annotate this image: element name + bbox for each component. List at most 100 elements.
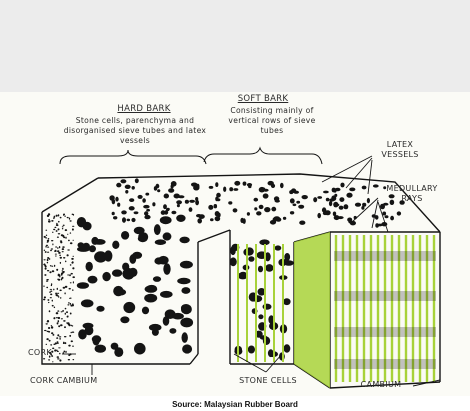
hard-bark-description: Stone cells, parenchyma and disorganised… — [60, 116, 210, 146]
stone-cell — [71, 258, 74, 260]
stone-cell — [283, 298, 291, 305]
stone-cell — [88, 276, 98, 284]
stone-cell — [349, 188, 355, 192]
stone-cell — [134, 343, 146, 355]
stone-cell — [122, 217, 126, 223]
stone-cell — [275, 200, 280, 203]
stone-cell — [55, 246, 57, 247]
stone-cell — [127, 219, 131, 222]
stone-cell — [70, 232, 71, 233]
stone-cell — [53, 344, 55, 345]
stone-cell — [195, 200, 199, 206]
stone-cell — [69, 335, 71, 337]
stone-cell — [64, 216, 65, 217]
stone-cell — [114, 347, 123, 357]
stone-cell — [66, 311, 68, 313]
stone-cell — [228, 201, 232, 204]
stone-cell — [62, 248, 64, 250]
latex-vessels-label: LATEX VESSELS — [374, 140, 426, 160]
stone-cell — [115, 197, 118, 202]
stone-cell — [129, 198, 134, 202]
stone-cell — [344, 204, 349, 209]
stone-cell — [58, 325, 60, 327]
stone-cell — [331, 195, 336, 201]
header-brackets — [60, 148, 322, 164]
stone-cell — [154, 186, 157, 191]
stone-cell — [283, 217, 286, 220]
stone-cell — [390, 216, 394, 221]
stone-cell — [223, 187, 226, 192]
stone-cell — [58, 274, 60, 276]
stone-cell — [65, 229, 67, 231]
stone-cell — [64, 292, 65, 294]
stone-cell — [271, 207, 276, 212]
stone-cell — [271, 184, 275, 188]
stone-cell — [78, 329, 87, 339]
stone-cell — [332, 188, 336, 193]
stone-cell — [48, 359, 50, 360]
stone-cell — [67, 316, 68, 318]
stone-cell — [179, 237, 189, 244]
stone-cell — [64, 326, 66, 328]
stone-cell — [258, 266, 263, 273]
stone-cell — [217, 198, 221, 201]
stone-cell — [216, 193, 221, 198]
stone-cell — [69, 298, 71, 299]
stone-cell — [134, 227, 145, 235]
stone-cell — [160, 216, 172, 224]
stone-cell — [143, 205, 149, 209]
stone-cell — [144, 294, 157, 303]
stone-cell — [56, 337, 58, 339]
stone-cell — [385, 215, 389, 218]
stone-cell — [60, 297, 61, 299]
stone-cell — [54, 265, 55, 267]
soft-bark-description: Consisting mainly of vertical rows of si… — [224, 106, 320, 136]
stone-cell — [72, 325, 73, 326]
stone-cell — [57, 237, 59, 238]
stone-cell — [71, 262, 73, 264]
latex-vessel-face — [294, 232, 330, 388]
stone-cell — [57, 293, 59, 294]
stone-cell — [259, 205, 264, 209]
stone-cell — [302, 195, 308, 199]
stone-cell — [68, 359, 70, 360]
stone-cell — [47, 259, 49, 261]
stone-cell — [50, 250, 52, 251]
stone-cell — [43, 358, 45, 359]
stone-cell — [72, 332, 75, 333]
stone-cell — [233, 208, 238, 212]
stone-cell — [252, 295, 262, 302]
stone-cell — [196, 214, 202, 217]
stone-cell — [185, 200, 189, 204]
stone-cell — [69, 274, 71, 276]
stone-cell — [57, 322, 59, 324]
stone-cell — [53, 229, 55, 230]
stone-cell — [47, 299, 49, 301]
stone-cell — [317, 196, 322, 199]
stone-cell — [67, 234, 68, 235]
stone-cell — [323, 212, 328, 216]
stone-cell — [174, 194, 180, 199]
stone-cell — [258, 314, 263, 319]
stone-cell — [397, 211, 401, 215]
stone-cell — [58, 252, 61, 254]
stone-cell — [50, 291, 52, 292]
stone-cell — [54, 216, 56, 218]
stone-cell — [182, 332, 188, 343]
stone-cell — [323, 207, 326, 210]
stone-cell — [64, 336, 67, 337]
stone-cell — [152, 202, 155, 206]
stone-cell — [171, 211, 176, 215]
stone-cell — [57, 288, 58, 290]
stone-cell — [121, 210, 127, 214]
stone-cell — [55, 254, 57, 255]
stone-cell — [58, 320, 60, 322]
stone-cell — [135, 178, 139, 183]
stone-cell — [44, 259, 46, 260]
stone-cell — [280, 183, 284, 188]
stone-cell — [340, 183, 344, 188]
stone-cell — [68, 302, 69, 304]
stone-cell — [171, 185, 174, 189]
stone-cell — [367, 198, 370, 203]
stone-cell — [347, 218, 352, 222]
